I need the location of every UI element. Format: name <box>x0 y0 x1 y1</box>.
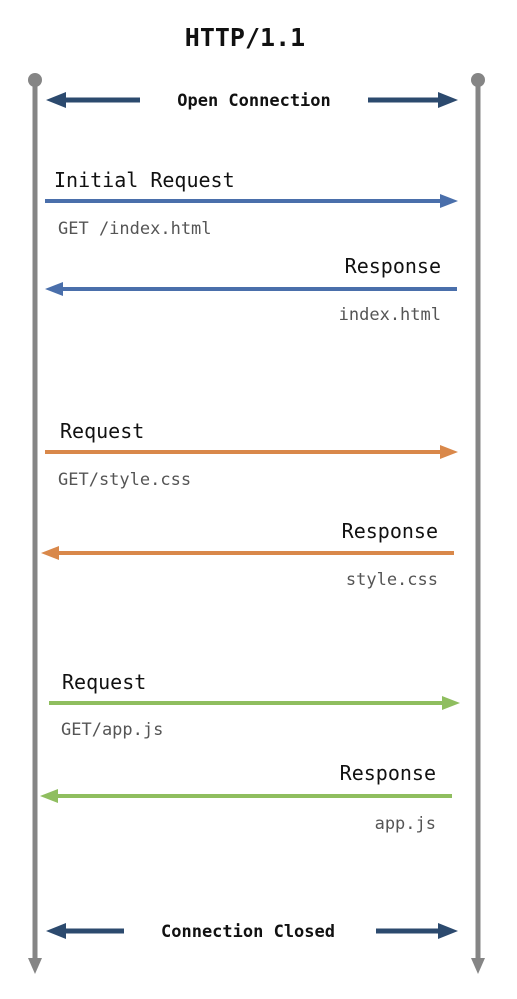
arrow-left-icon <box>46 92 66 108</box>
exchange-3: Request GET/app.js Response app.js <box>40 670 460 834</box>
arrow-right-icon <box>440 194 458 208</box>
open-connection-label: Open Connection <box>177 91 331 111</box>
connection-closed-marker: Connection Closed <box>46 922 458 942</box>
request-detail: GET/app.js <box>61 720 163 740</box>
arrow-left-icon <box>41 546 59 560</box>
request-label: Request <box>60 419 144 443</box>
client-lifeline <box>28 73 42 974</box>
arrow-right-icon <box>440 445 458 459</box>
request-label: Initial Request <box>54 168 235 192</box>
arrow-right-icon <box>442 696 460 710</box>
exchange-1: Initial Request GET /index.html Response… <box>45 168 458 325</box>
exchange-2: Request GET/style.css Response style.css <box>41 419 458 590</box>
diagram-title: HTTP/1.1 <box>185 23 305 52</box>
request-label: Request <box>62 670 146 694</box>
response-detail: index.html <box>339 305 441 325</box>
open-connection-marker: Open Connection <box>46 91 458 111</box>
response-label: Response <box>345 254 441 278</box>
request-detail: GET/style.css <box>58 470 191 490</box>
arrow-left-icon <box>45 282 63 296</box>
server-lifeline <box>471 73 485 974</box>
request-detail: GET /index.html <box>58 219 212 239</box>
response-label: Response <box>340 761 436 785</box>
response-detail: style.css <box>346 570 438 590</box>
response-label: Response <box>342 519 438 543</box>
server-lifeline-end-arrow <box>471 958 485 974</box>
arrow-right-icon <box>438 92 458 108</box>
arrow-left-icon <box>40 789 58 803</box>
arrow-left-icon <box>46 923 66 939</box>
client-lifeline-end-arrow <box>28 958 42 974</box>
connection-closed-label: Connection Closed <box>161 922 335 942</box>
arrow-right-icon <box>438 923 458 939</box>
response-detail: app.js <box>375 814 436 834</box>
